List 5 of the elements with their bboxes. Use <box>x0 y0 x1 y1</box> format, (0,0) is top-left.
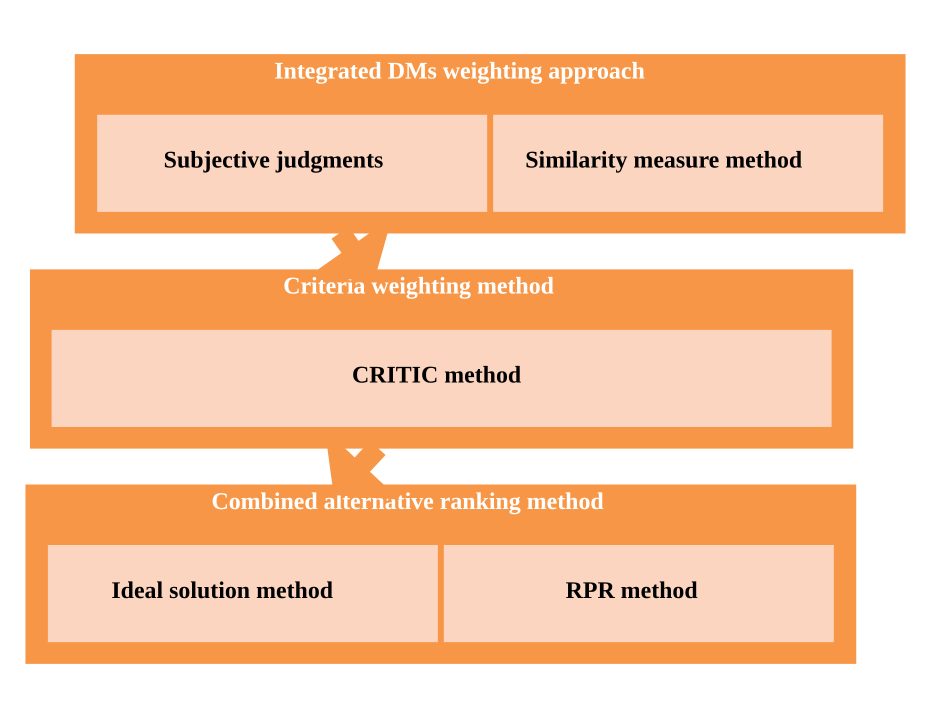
node-box: CRITIC method <box>52 330 832 427</box>
node-box: Subjective judgments <box>97 114 488 212</box>
node-box: Similarity measure method <box>493 114 884 212</box>
node-box: Ideal solution method <box>48 545 438 642</box>
node-box: RPR method <box>444 545 834 642</box>
